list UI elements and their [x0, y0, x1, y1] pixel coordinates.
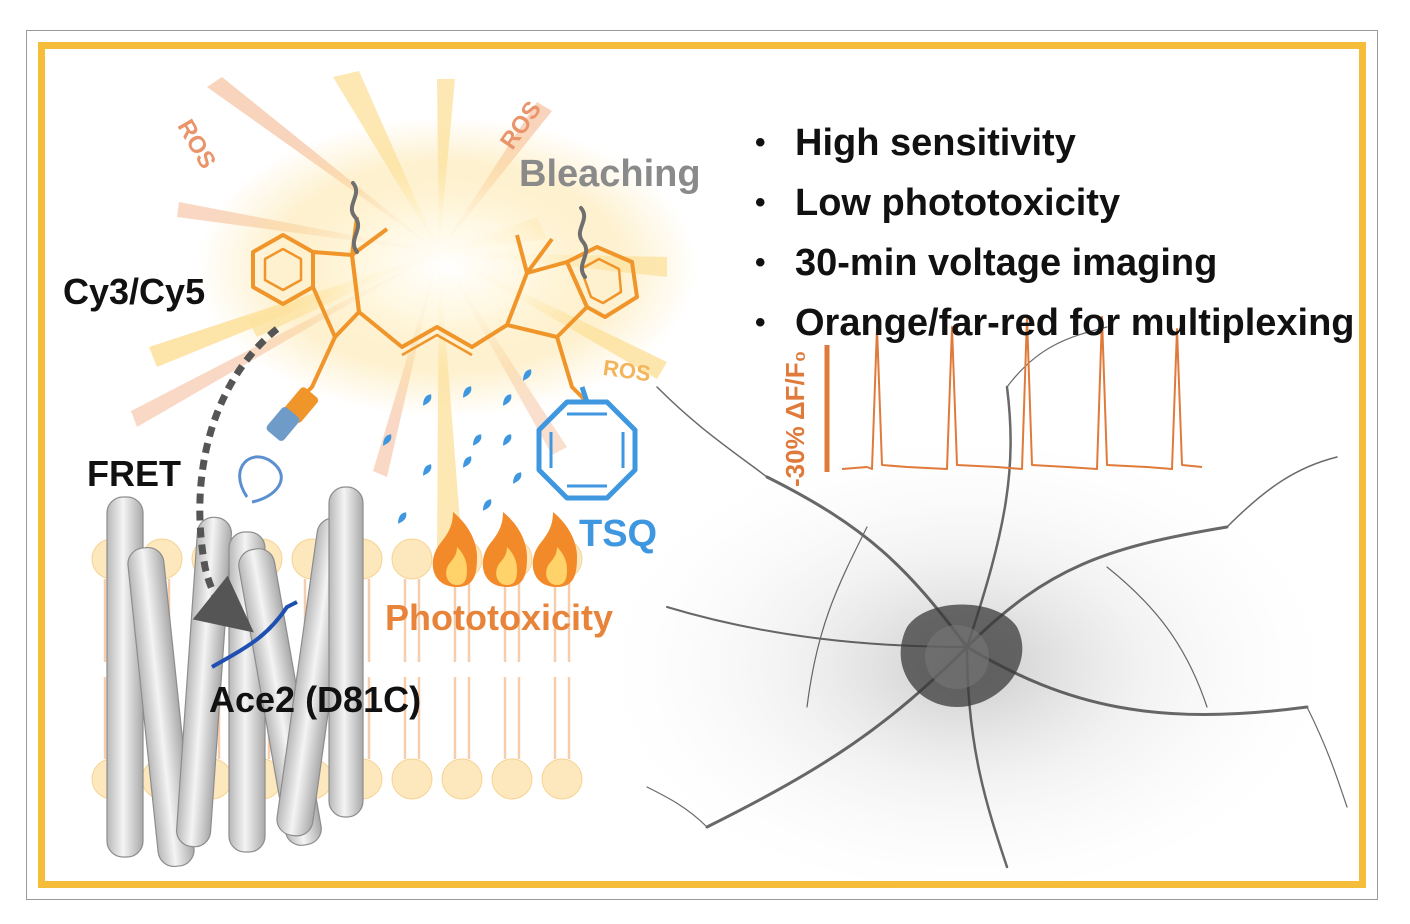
retinal-chromophore: [211, 600, 298, 669]
bullet-dot-icon: •: [755, 306, 766, 339]
cy-dye-label: Cy3/Cy5: [63, 271, 206, 312]
water-drop-icons: [347, 369, 532, 524]
ace2-label: Ace2 (D81C): [209, 679, 422, 720]
feature-item: •High sensitivity: [755, 122, 1076, 164]
bullet-dot-icon: •: [755, 126, 766, 159]
voltage-trace: [824, 316, 1203, 472]
ace2-protein: [106, 486, 364, 868]
scale-bar-label: -30% ΔF/F₀: [780, 350, 810, 487]
tsq-label: TSQ: [579, 513, 658, 555]
figure-frame: Cy3/Cy5 Bleaching FRET Ace2 (D81C) TSQ P…: [38, 42, 1366, 888]
bleaching-label: Bleaching: [519, 153, 701, 195]
figure-illustration: [91, 71, 1348, 881]
fire-icon: [432, 512, 577, 587]
bullet-dot-icon: •: [755, 246, 766, 279]
fret-arrow: [192, 326, 280, 633]
protein-loop: [238, 455, 283, 504]
feature-item: •30-min voltage imaging: [755, 242, 1218, 284]
feature-item: •Orange/far-red for multiplexing: [755, 302, 1355, 344]
feature-list: •High sensitivity •Low phototoxicity •30…: [755, 121, 1355, 361]
smoke-icon: [349, 181, 589, 279]
tsq-structure: [536, 386, 638, 501]
bullet-dot-icon: •: [755, 186, 766, 219]
feature-item: •Low phototoxicity: [755, 182, 1121, 224]
phototoxicity-label: Phototoxicity: [385, 597, 614, 638]
neuron-image: [607, 326, 1348, 881]
fret-label: FRET: [87, 453, 181, 494]
linker-blue: [266, 407, 300, 441]
cyanine-dye-structure: [251, 216, 639, 419]
light-rays: [131, 71, 697, 547]
